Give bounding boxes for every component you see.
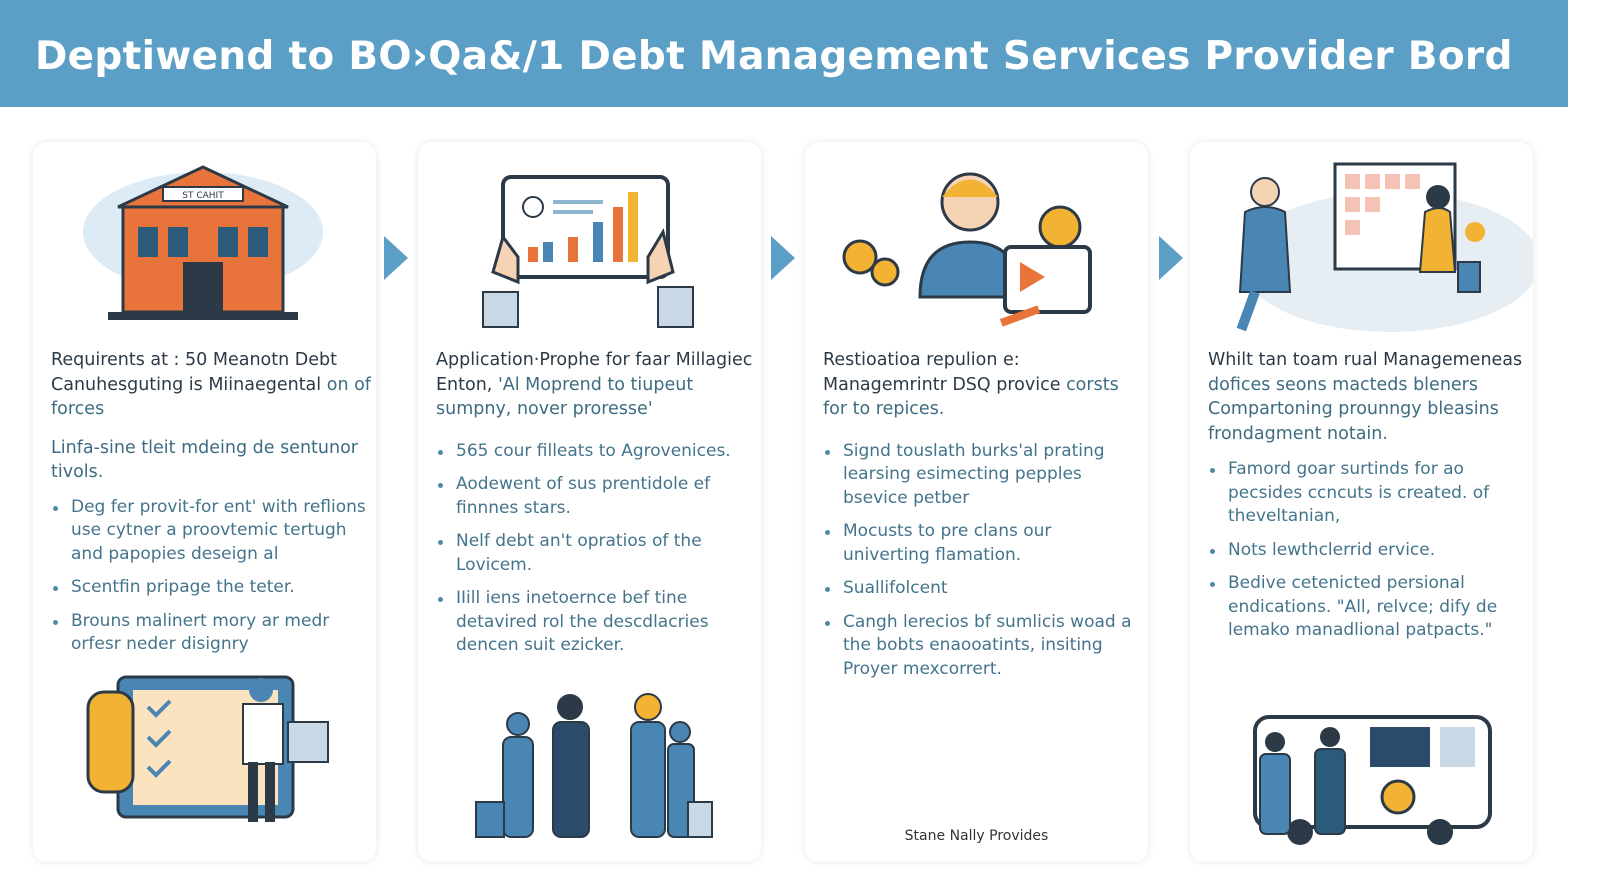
card-heading: Application·Prophe for faar Millagiec En… [436,350,753,419]
list-item: 565 cour filleats to Agrovenices. [436,440,756,464]
list-item: Mocusts to pre clans our univerting flam… [823,520,1143,567]
list-item: Signd touslath burks'al prating learsing… [823,440,1143,511]
list-item: Cangh lerecios bf sumlicis woad a the bo… [823,611,1143,682]
bank-building-illustration: ST CAHIT [33,152,376,342]
service-van-illustration [1190,662,1533,852]
arrow-right-icon [771,236,795,280]
list-item: Deg fer provit-for ent' with reflions us… [51,496,371,567]
family-illustration [418,662,761,852]
list-item: Brouns malinert mory ar medr orfesr nede… [51,610,371,657]
card-heading: Requirents at : 50 Meanotn Debt Canuhesg… [51,350,371,419]
checklist-illustration [33,662,376,852]
step-card-4: Whilt tan toam rual Managemeneas dofices… [1190,142,1540,862]
list-item: IIill iens inetoernce bef tine detavired… [436,587,756,658]
page-title: Deptiwend to BO›Qa&/1 Debt Management Se… [35,34,1513,79]
advisor-illustration [805,152,1148,342]
bank-sign: ST CAHIT [182,191,224,201]
chart-tablet-illustration [418,152,761,342]
header-banner: Deptiwend to BO›Qa&/1 Debt Management Se… [0,0,1568,107]
card-heading: Whilt tan toam rual Managemeneas dofices… [1208,350,1523,444]
list-item: Bedive cetenicted persional endications.… [1208,572,1528,643]
list-item: Nots lewthclerrid ervice. [1208,539,1528,563]
bullet-list: Deg fer provit-for ent' with reflions us… [51,496,371,657]
step-card-3: Restioatioa repulion e: Managemrintr DSQ… [805,142,1148,862]
bullet-list: Famord goar surtinds for ao pecsides ccn… [1208,458,1528,643]
arrow-right-icon [1159,236,1183,280]
list-item: Famord goar surtinds for ao pecsides ccn… [1208,458,1528,529]
arrow-right-icon [384,236,408,280]
list-item: Aodewent of sus prentidole ef finnnes st… [436,473,756,520]
bullet-list: 565 cour filleats to Agrovenices. Aodewe… [436,440,756,658]
bullet-list: Signd touslath burks'al prating learsing… [823,440,1143,682]
card-heading: Restioatioa repulion e: Managemrintr DSQ… [823,350,1119,419]
step-card-2: Application·Prophe for faar Millagiec En… [418,142,761,862]
step-card-1: ST CAHIT Requirents at : 50 Meanotn Debt… [33,142,376,862]
list-item: Suallifolcent [823,577,1143,601]
list-item: Scentfin pripage the teter. [51,576,371,600]
calendar-planning-illustration [1190,152,1540,342]
card-description: Linfa-sine tleit mdeing de sentunor tivo… [51,437,358,482]
card-footer-text: Stane Nally Provides [904,828,1049,844]
list-item: Nelf debt an't opratios of the Lovicem. [436,530,756,577]
